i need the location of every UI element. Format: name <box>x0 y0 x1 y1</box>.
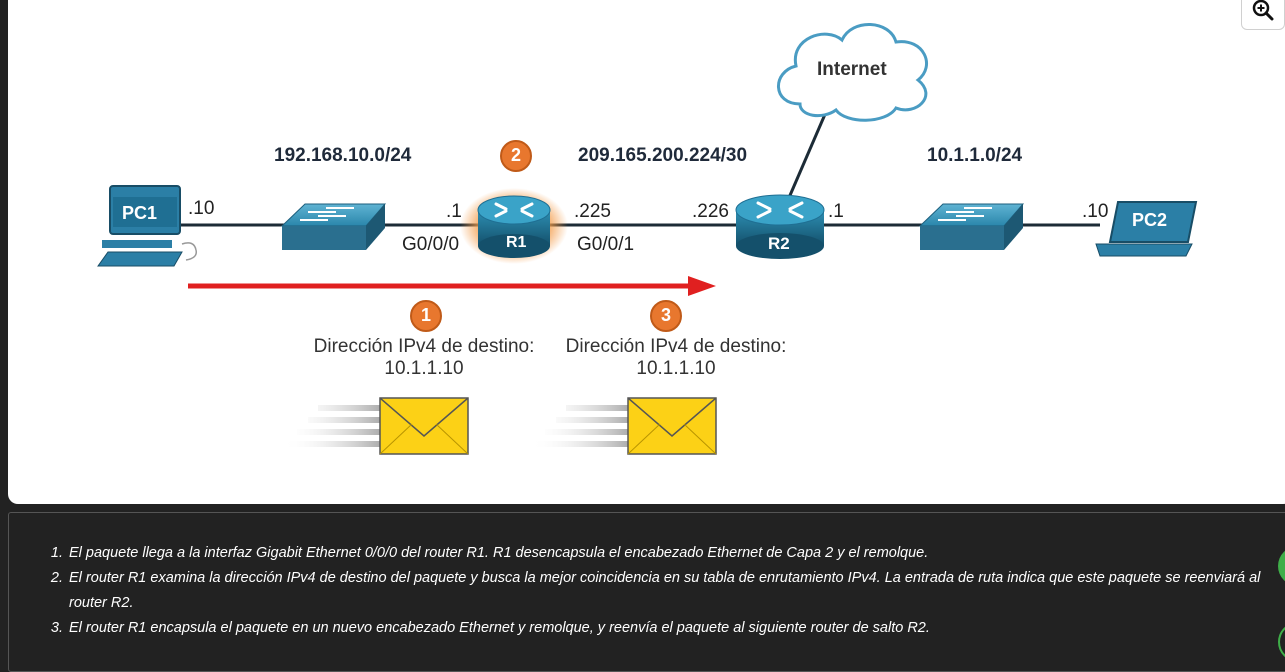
router-r1-icon <box>460 188 568 264</box>
packet-2-dest-address: 10.1.1.10 <box>636 358 716 379</box>
packet-1-dest-label: Dirección IPv4 de destino: <box>313 336 535 357</box>
network-lan2-label: 10.1.1.0/24 <box>927 145 1023 166</box>
pc1-label: PC1 <box>122 203 158 223</box>
r1-label: R1 <box>506 234 527 251</box>
diagram-panel: Internet 192.168.10.0/24 209.165.200.224… <box>8 0 1285 504</box>
r1-g001-label: G0/0/1 <box>577 234 635 255</box>
packet-1-dest: Dirección IPv4 de destino: 10.1.1.10 <box>300 336 548 380</box>
router-r2-icon <box>735 194 825 259</box>
step-badge-1 <box>410 300 442 332</box>
packet-envelope-2 <box>531 397 717 455</box>
internet-link <box>786 111 828 201</box>
internet-label: Internet <box>817 59 887 80</box>
r1-wan-ip-label: .225 <box>574 201 611 222</box>
network-lan1-label: 192.168.10.0/24 <box>274 145 412 166</box>
step-number-1: 1 <box>420 305 431 325</box>
internet-cloud <box>777 23 928 122</box>
pc2-host-label: .10 <box>1082 201 1109 222</box>
pc2-label: PC2 <box>1132 210 1168 230</box>
step-note-3: El router R1 encapsula el paquete en un … <box>67 616 1285 641</box>
switch-2-icon <box>918 203 1025 250</box>
packet-2-dest-label: Dirección IPv4 de destino: <box>565 336 787 357</box>
switch-1-icon <box>280 203 387 250</box>
zoom-button[interactable] <box>1241 0 1285 30</box>
r1-lan-ip-label: .1 <box>446 201 462 222</box>
r2-lan-ip-label: .1 <box>828 201 844 222</box>
steps-list: El paquete llega a la interfaz Gigabit E… <box>9 541 1285 641</box>
pc2-icon <box>1095 201 1198 257</box>
packet-2-dest: Dirección IPv4 de destino: 10.1.1.10 <box>552 336 800 380</box>
network-wan-label: 209.165.200.224/30 <box>578 145 748 166</box>
packet-envelope-1 <box>283 397 469 455</box>
step-number-2: 2 <box>510 145 521 165</box>
step-number-3: 3 <box>660 305 671 325</box>
r2-wan-ip-label: .226 <box>692 201 729 222</box>
steps-description-panel: El paquete llega a la interfaz Gigabit E… <box>8 512 1285 672</box>
network-diagram <box>97 23 1198 455</box>
pc1-host-label: .10 <box>188 198 215 219</box>
side-action-button-1[interactable] <box>1278 546 1285 586</box>
step-note-1: El paquete llega a la interfaz Gigabit E… <box>67 541 1285 566</box>
zoom-in-icon <box>1252 0 1274 21</box>
step-badge-3 <box>650 300 682 332</box>
step-badge-2 <box>500 140 532 172</box>
pc1-icon <box>97 185 198 267</box>
packet-1-dest-address: 10.1.1.10 <box>384 358 464 379</box>
step-note-2: El router R1 examina la dirección IPv4 d… <box>67 566 1285 616</box>
r2-label: R2 <box>768 234 790 253</box>
forwarding-arrow <box>188 276 716 296</box>
r1-g000-label: G0/0/0 <box>402 234 460 255</box>
